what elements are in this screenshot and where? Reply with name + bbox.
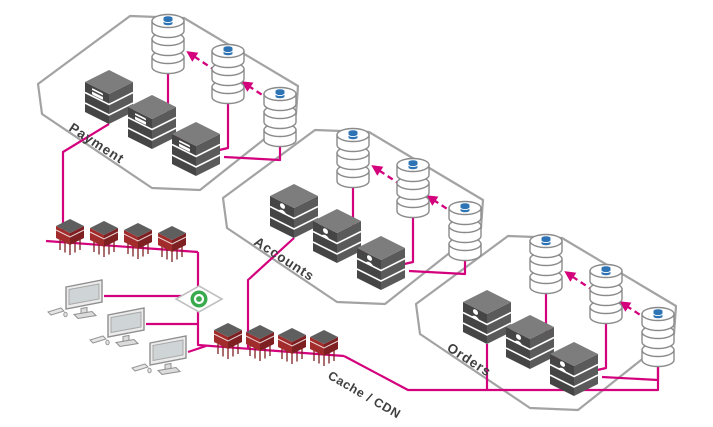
rack-unit-icon — [89, 220, 119, 258]
rack-unit-icon — [157, 225, 187, 263]
cache-cdn-label: Cache / CDN — [326, 368, 404, 421]
connector-payment-trunk — [61, 123, 110, 241]
rack-unit-icon — [245, 324, 275, 362]
connector-accounts-trunk — [246, 237, 295, 349]
rack-row-1 — [55, 218, 187, 263]
rack-unit-icon — [123, 222, 153, 260]
rack-unit-icon — [55, 218, 85, 256]
gateway-node-icon — [174, 284, 224, 314]
keyboard-mouse-icon — [131, 363, 152, 374]
workstation-monitor-icon — [149, 335, 187, 376]
workstation-monitor-icon — [65, 279, 103, 320]
connector-workstation-3 — [187, 344, 207, 354]
keyboard-mouse-icon — [47, 307, 68, 318]
rack-unit-icon — [213, 322, 243, 360]
rack-row-2 — [213, 322, 339, 367]
rack-unit-icon — [277, 327, 307, 365]
workstations — [47, 279, 187, 376]
keyboard-mouse-icon — [89, 335, 110, 346]
connector-bus-rail-2 — [196, 252, 345, 358]
workstation-monitor-icon — [107, 307, 145, 348]
rack-unit-icon — [309, 329, 339, 367]
